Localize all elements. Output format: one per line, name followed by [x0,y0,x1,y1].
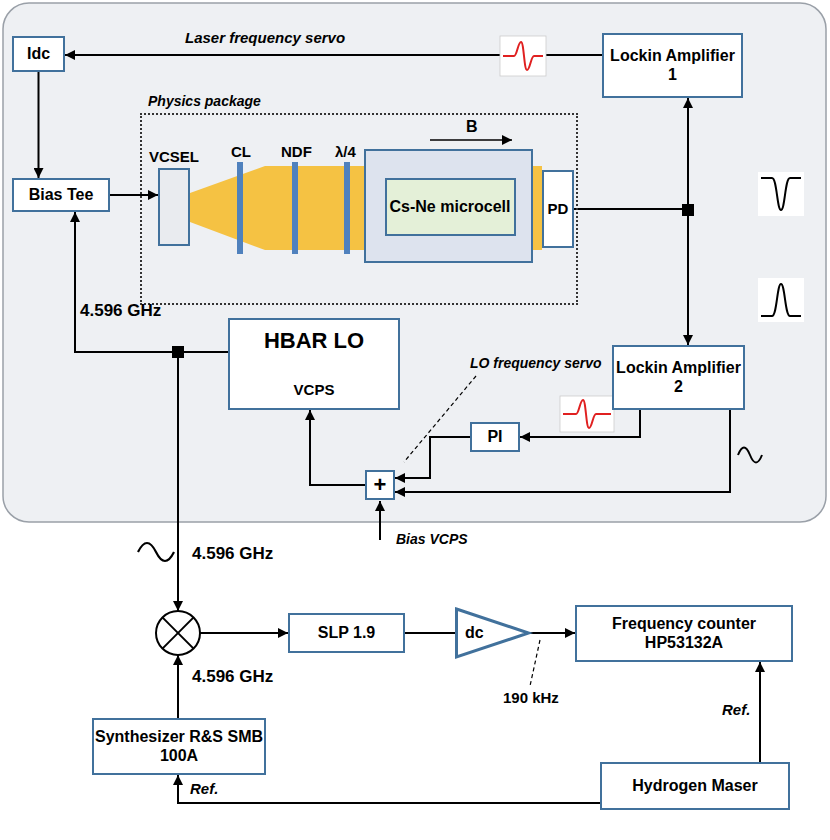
microwave-icon [138,543,174,561]
error-signal-icon [503,42,543,70]
node-title: PD [548,200,569,217]
lab-panel [3,3,826,522]
node-title: + [374,474,387,496]
vapor-cell: Cs-Ne microcell [385,178,516,236]
node-heading: Physics package [148,93,261,109]
leader-line [404,376,476,462]
node-title: Lockin Amplifier 2 [614,359,743,396]
signal-connector [310,410,365,485]
leader-line [530,640,540,686]
node-heading: VCSEL [149,148,199,165]
node-title: Cs-Ne microcell [390,198,511,216]
signal-wire [177,655,179,718]
servo-label: Laser frequency servo [185,30,345,47]
cpt-peak-icon [761,284,801,316]
frequency-label: 4.596 GHz [192,545,273,564]
node-title: Bias Tee [29,186,94,204]
error-signal-icon [563,400,611,428]
mixer-cross [162,617,193,648]
reference-label: Ref. [190,781,218,798]
signal-connector [574,98,688,209]
signal-connector [405,632,455,634]
node-title: Idc [27,45,50,63]
bias-wire [379,501,381,540]
physics-package-group: Physics packageVCSELCs-Ne microcellPD [140,113,578,305]
signal-connector [38,72,40,178]
frequency-label: 4.596 GHz [80,302,161,321]
optic-label: CL [231,144,251,161]
mixer-symbol [156,611,200,655]
mixer-cross [162,617,193,648]
frequency-label: 190 kHz [503,690,559,707]
signal-connector [530,632,575,634]
node-title: dc [465,624,484,642]
absorption-dip-icon [761,178,801,210]
signal-connector [178,775,600,803]
node-title: Synthesizer R&S SMB 100A [94,728,264,765]
signal-connector [574,209,688,345]
maser-box: Hydrogen Maser [600,762,790,810]
node-title: Frequency counter HP53132A [577,615,791,652]
synthesizer-box: Synthesizer R&S SMB 100A [92,718,266,775]
quarter-wave-plate [344,162,350,254]
field-label: B [466,118,478,136]
reference-label: Ref. [722,702,750,719]
servo-label: LO frequency servo [470,356,602,371]
lockin-box: Lockin Amplifier 1 [602,33,743,98]
signal-connector [110,194,158,196]
signal-connector [395,437,470,478]
amplifier-triangle: dc [455,608,530,658]
node-title: Lockin Amplifier 1 [604,47,741,84]
counter-box: Frequency counter HP53132A [575,605,793,662]
bias-label: Bias VCPS [396,532,468,547]
signal-connector [75,212,228,352]
node-subtitle: VCPS [294,381,335,398]
oscillator-box: HBAR LO VCPS [228,318,400,410]
optic-label: NDF [281,144,312,161]
lowpass-filter-box: SLP 1.9 [288,613,405,653]
lockin-box: Lockin Amplifier 2 [612,345,745,410]
node-title: HBAR LO [264,328,364,353]
icon-ground [758,278,804,322]
pi-controller-box: PI [470,422,520,452]
bias-tee-box: Bias Tee [12,178,110,212]
node-title: PI [487,428,502,446]
amplifier-outline [457,609,529,657]
icon-ground [758,172,804,216]
field-arrow [430,139,512,141]
modulation-icon [738,448,762,463]
node-title: SLP 1.9 [318,624,376,642]
vcsel-laser: VCSEL [158,168,190,246]
coil-housing [365,150,532,262]
node-title: Hydrogen Maser [632,777,757,795]
icon-ground [500,36,546,76]
optic-label: λ/4 [335,144,356,161]
frequency-label: 4.596 GHz [192,668,273,687]
icon-ground [560,396,614,432]
signal-wire [200,632,288,634]
current-source-box: Idc [12,36,65,72]
signal-wire [177,358,179,611]
signal-connector [759,662,761,762]
photodiode: PD [542,170,574,248]
neutral-density-filter [292,162,298,254]
summing-box: + [365,470,395,500]
collimating-lens [237,162,243,254]
